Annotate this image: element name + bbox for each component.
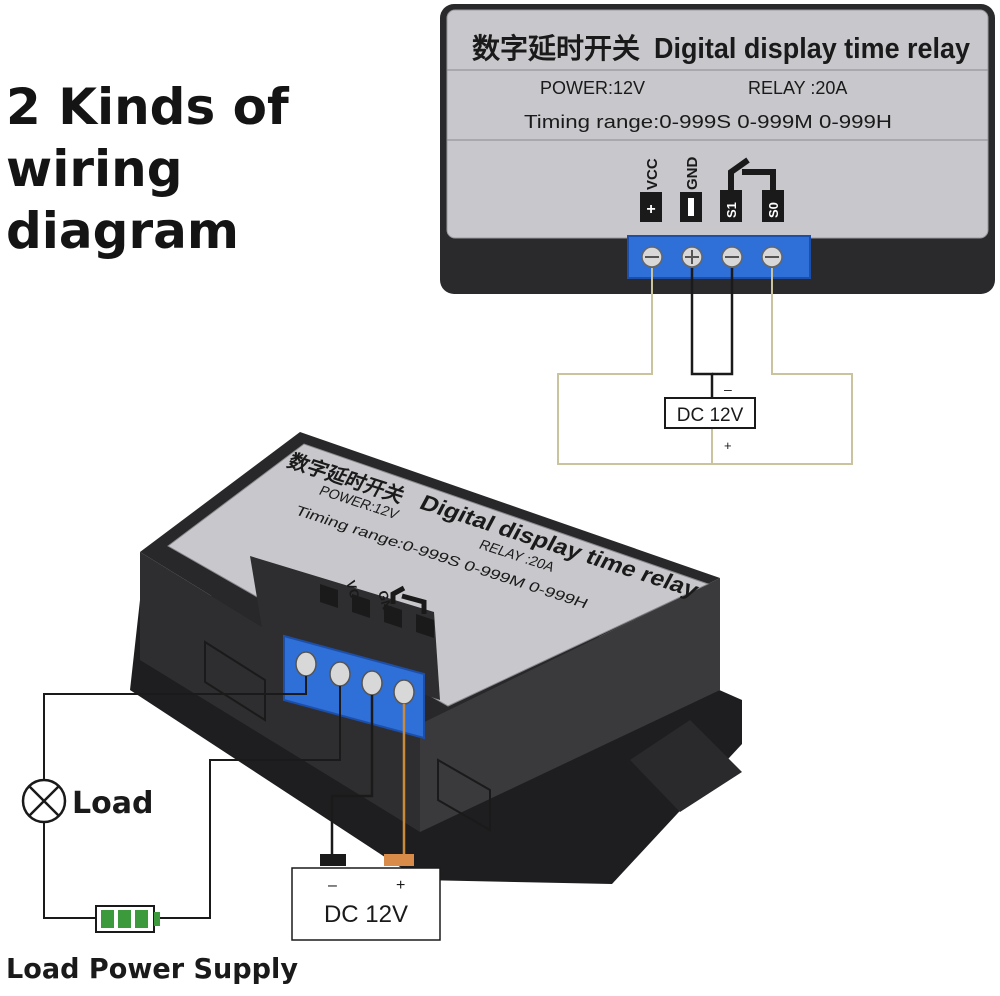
bottom-screw-4: [393, 679, 415, 705]
top-pin-label-s1: S1: [724, 202, 739, 218]
headline: 2 Kinds of wiring diagram: [6, 76, 426, 262]
s1-pin-symbol: [720, 190, 742, 222]
bottom-dc-supply-box: [291, 867, 441, 941]
battery-cell-1: [101, 910, 114, 928]
gnd-wire: [690, 268, 714, 398]
battery-terminal: [154, 912, 160, 926]
top-pin-label-gnd: GND: [684, 157, 701, 191]
top-pin-label-vcc: VCC: [644, 158, 661, 190]
bottom-module-side-face: [420, 578, 720, 832]
bottom-gnd-wire: [330, 695, 374, 858]
relay-contact-icon: [728, 157, 776, 190]
bottom-module: 数字延时开关 Digital display time relay POWER:…: [130, 432, 742, 884]
top-relay-text: RELAY :20A: [748, 78, 847, 98]
screw-slots: [645, 250, 779, 264]
bottom-gnd-symbol: [352, 594, 370, 618]
bottom-pin-label-vcc: VCC: [343, 579, 365, 610]
battery-cell-3: [135, 910, 148, 928]
bottom-vcc-symbol: [320, 584, 338, 608]
bottom-terminal-screws: [295, 651, 415, 705]
top-terminal-screws: [641, 246, 783, 268]
lamp-cross: [28, 785, 60, 817]
battery-relay-wire: [158, 686, 341, 919]
bottom-s0-symbol: [416, 614, 434, 638]
bottom-supply-minus: –: [328, 877, 337, 894]
gnd-minus-glyph: [688, 198, 694, 216]
load-power-supply-label: Load Power Supply: [6, 952, 298, 985]
top-timing-text: Timing range:0-999S 0-999M 0-999H: [524, 112, 892, 132]
bottom-module-front-face: [140, 552, 420, 832]
load-label: Load: [72, 786, 153, 821]
top-supply-plus: +: [724, 438, 732, 453]
supply-minus-clip: [320, 854, 346, 866]
headline-line-2: wiring diagram: [6, 140, 239, 260]
headline-line-1: 2 Kinds of: [6, 78, 289, 136]
top-pin-label-s0: S0: [766, 202, 781, 218]
bottom-pin-symbols: [320, 584, 434, 638]
top-supply-minus: –: [724, 381, 732, 397]
load-battery-wire: [43, 822, 96, 919]
top-pin-symbols: +: [640, 157, 784, 222]
s0-supply-wire: [712, 268, 853, 465]
vcc-supply-wire: [557, 268, 712, 465]
load-top-wire: [43, 676, 307, 780]
bottom-terminal-block: [283, 634, 425, 740]
vcc-plus-glyph: +: [646, 201, 655, 218]
bottom-screw-1: [295, 651, 317, 677]
top-title-cn: 数字延时开关: [472, 32, 640, 65]
vcc-pin-symbol: [640, 192, 662, 222]
top-dc-supply-box: [664, 397, 756, 429]
bottom-terminal-recess: [250, 556, 440, 700]
bottom-screw-2: [329, 661, 351, 687]
bottom-screw-3: [361, 670, 383, 696]
s1-wire: [712, 268, 734, 376]
top-power-text: POWER:12V: [540, 78, 645, 98]
s0-pin-symbol: [762, 190, 784, 222]
top-dc-supply-label: DC 12V: [677, 405, 744, 426]
top-wiring: DC 12V – +: [557, 268, 853, 465]
bottom-s1-symbol: [384, 604, 402, 628]
top-module: 数字延时开关 Digital display time relay POWER:…: [440, 4, 995, 294]
front-face-slot-right: [437, 758, 491, 832]
bottom-mount-clip: [630, 720, 742, 812]
top-title-en: Digital display time relay: [654, 33, 970, 65]
bottom-dc-supply-label: DC 12V: [324, 901, 408, 928]
supply-plus-clip: [384, 854, 414, 866]
bottom-supply-plus: +: [396, 877, 405, 894]
front-face-slot-left: [204, 640, 266, 722]
bottom-wiring: Load Load Power Supply – + DC 12V: [6, 676, 441, 985]
battery-cell-2: [118, 910, 131, 928]
bottom-relay-contact-icon: [390, 585, 427, 614]
